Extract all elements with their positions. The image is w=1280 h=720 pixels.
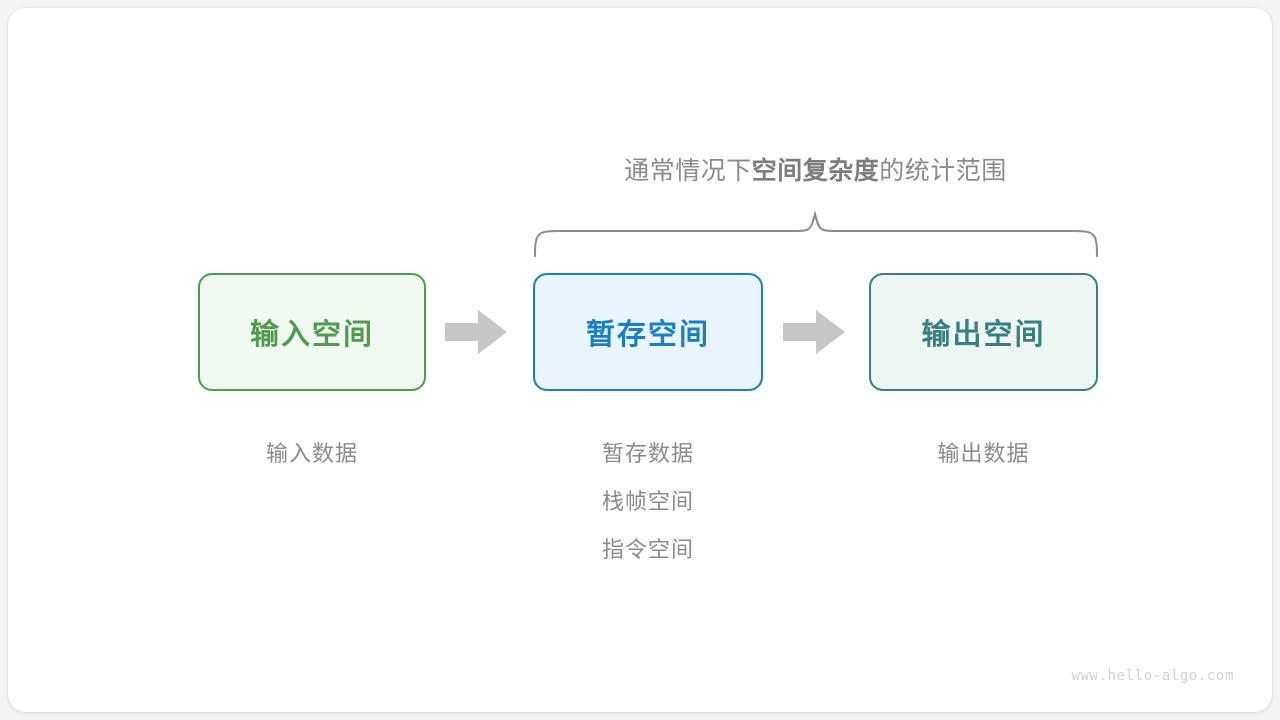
- caption-line: 输出数据: [937, 441, 1030, 466]
- watermark: www.hello-algo.com: [1071, 668, 1234, 684]
- caption-column-input: 输入数据: [198, 430, 426, 478]
- box-temp-space-label: 暂存空间: [585, 319, 710, 351]
- brace-caption-emphasis: 空间复杂度: [751, 157, 880, 185]
- brace-caption: 通常情况下空间复杂度的统计范围: [533, 151, 1098, 187]
- box-output-space[interactable]: 输出空间: [869, 273, 1098, 391]
- box-output-space-label: 输出空间: [921, 319, 1046, 351]
- curly-brace-icon: [534, 210, 1098, 257]
- arrow-right-icon: [445, 310, 507, 354]
- caption-column-output: 输出数据: [869, 430, 1098, 478]
- caption-line: 指令空间: [601, 537, 694, 562]
- box-input-space-label: 输入空间: [249, 319, 374, 351]
- caption-line: 栈帧空间: [601, 489, 694, 514]
- arrow-right-icon: [783, 310, 845, 354]
- brace-caption-prefix: 通常情况下: [624, 157, 752, 185]
- caption-line: 输入数据: [265, 441, 358, 466]
- box-input-space[interactable]: 输入空间: [198, 273, 426, 391]
- caption-column-temp: 暂存数据 栈帧空间 指令空间: [533, 430, 763, 574]
- box-temp-space[interactable]: 暂存空间: [533, 273, 763, 391]
- diagram-card: 通常情况下空间复杂度的统计范围 输入空间 暂存空间 输出空间 输入数据 暂存数据: [8, 8, 1272, 712]
- caption-line: 暂存数据: [601, 441, 694, 466]
- brace-caption-suffix: 的统计范围: [879, 157, 1007, 185]
